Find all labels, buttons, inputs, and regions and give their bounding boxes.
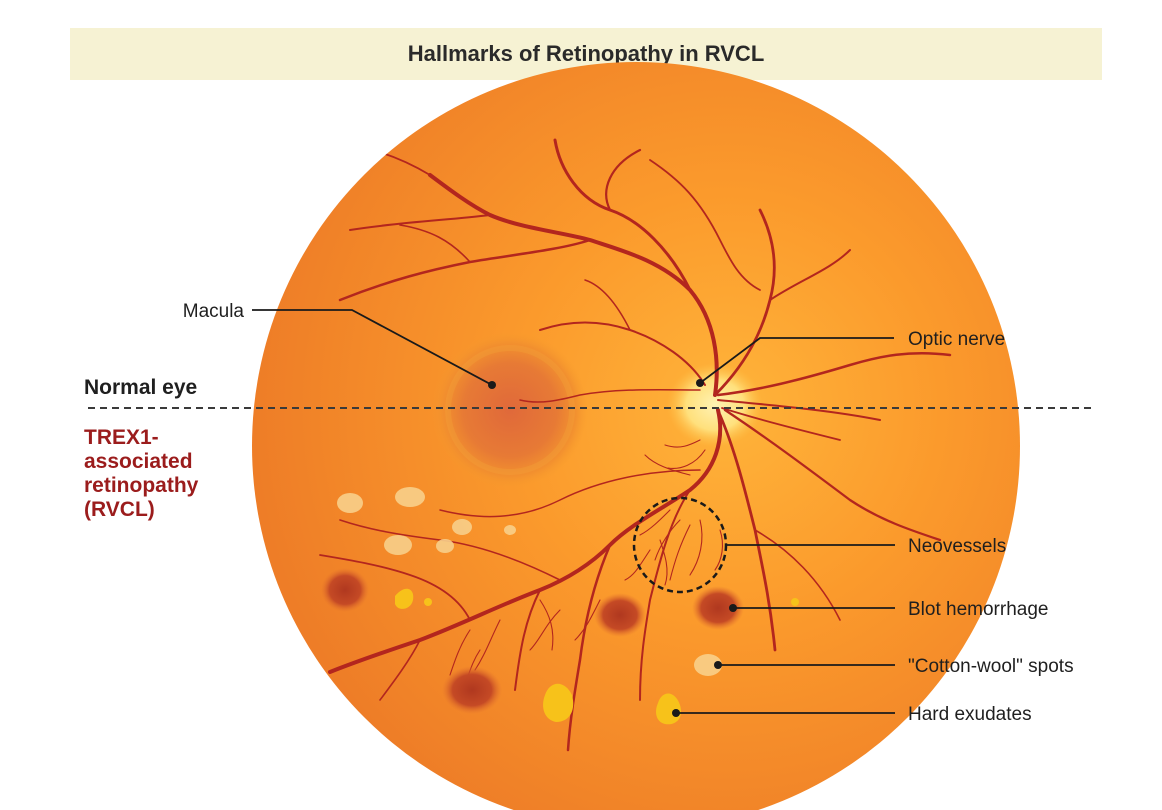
optic-nerve-label: Optic nerve [908, 329, 1005, 350]
blot-hemorrhage-label: Blot hemorrhage [908, 599, 1048, 620]
macula-label: Macula [183, 301, 245, 322]
optic-disc [667, 363, 763, 447]
trex-label: TREX1- associated retinopathy (RVCL) [84, 426, 204, 521]
leader-points [488, 379, 737, 717]
fundus [252, 62, 1020, 810]
cotton-wool-label: "Cotton-wool" spots [908, 656, 1074, 677]
trex-label-line-3: retinopathy [84, 474, 199, 497]
blot-hemorrhages [321, 568, 744, 714]
hard-exudates-label: Hard exudates [908, 704, 1032, 725]
normal-eye-label: Normal eye [84, 376, 197, 399]
trex-label-line-4: (RVCL) [84, 498, 155, 521]
trex-label-line-2: associated [84, 450, 193, 473]
cotton-wool-spots [337, 487, 722, 676]
diagram-title: Hallmarks of Retinopathy in RVCL [407, 41, 765, 66]
neovessels-highlight [632, 496, 728, 594]
leader-lines [252, 309, 895, 714]
macula-spot [432, 332, 588, 488]
trex-label-line-1: TREX1- [84, 426, 159, 449]
neovessels-label: Neovessels [908, 536, 1006, 557]
